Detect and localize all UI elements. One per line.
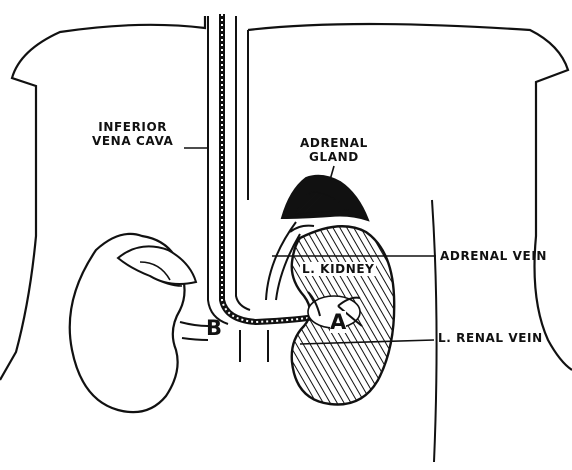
ivc-label: INFERIOR VENA CAVA <box>92 120 173 148</box>
lower-vena-cava <box>240 330 268 362</box>
adrenal-gland-label-line2: GLAND <box>300 150 368 164</box>
point-b-label: B <box>206 316 222 340</box>
l-renal-vein-label: L. RENAL VEIN <box>438 331 543 345</box>
right-renal-vein <box>180 322 208 340</box>
adrenal-gland-label: ADRENAL GLAND <box>300 136 368 164</box>
right-torso-lower-line <box>432 200 437 462</box>
ivc-label-line2: VENA CAVA <box>92 134 173 148</box>
ivc-label-line1: INFERIOR <box>92 120 173 134</box>
point-a-label: A <box>330 311 346 333</box>
adrenal-gland-label-line1: ADRENAL <box>300 136 368 150</box>
adrenal-vein-label: ADRENAL VEIN <box>440 249 547 263</box>
l-kidney-label: L. KIDNEY <box>300 262 376 276</box>
